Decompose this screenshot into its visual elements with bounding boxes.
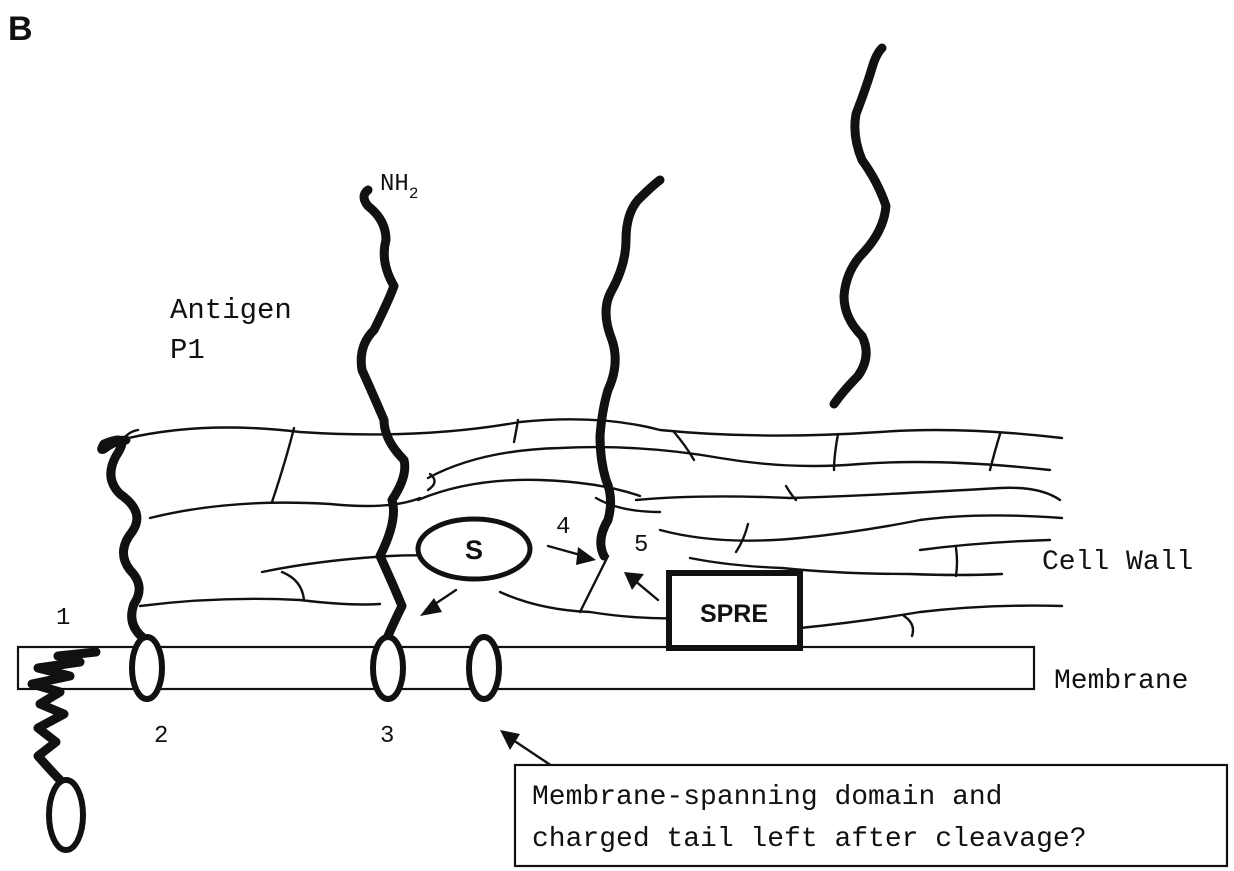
callout: Membrane-spanning domain and charged tai… bbox=[515, 765, 1227, 866]
s-label: S bbox=[465, 535, 483, 565]
protein-free bbox=[834, 48, 886, 404]
membrane-label: Membrane bbox=[1054, 666, 1188, 697]
number-3: 3 bbox=[380, 723, 394, 750]
protein-3-anchor bbox=[373, 637, 403, 699]
number-2: 2 bbox=[154, 723, 168, 750]
panel-letter: B bbox=[8, 10, 33, 48]
spre-box: SPRE bbox=[669, 573, 800, 648]
sortase-s: S bbox=[418, 519, 530, 579]
cell-wall-label: Cell Wall bbox=[1042, 547, 1193, 578]
antigen-label-line2: P1 bbox=[170, 334, 205, 367]
cell-wall-fibers bbox=[118, 419, 1062, 636]
protein-1-anchor bbox=[49, 780, 83, 850]
protein-2-anchor bbox=[132, 637, 162, 699]
number-1: 1 bbox=[56, 605, 70, 632]
residual-anchor bbox=[469, 637, 499, 699]
nh2-label: NH2 bbox=[380, 171, 418, 203]
number-5: 5 bbox=[634, 532, 648, 559]
protein-3 bbox=[361, 190, 405, 699]
number-4: 4 bbox=[556, 514, 570, 541]
callout-line1: Membrane-spanning domain and bbox=[532, 782, 1002, 813]
spre-label: SPRE bbox=[700, 600, 768, 628]
callout-line2: charged tail left after cleavage? bbox=[532, 824, 1087, 855]
membrane bbox=[18, 647, 1034, 689]
antigen-label-line1: Antigen bbox=[170, 294, 292, 327]
